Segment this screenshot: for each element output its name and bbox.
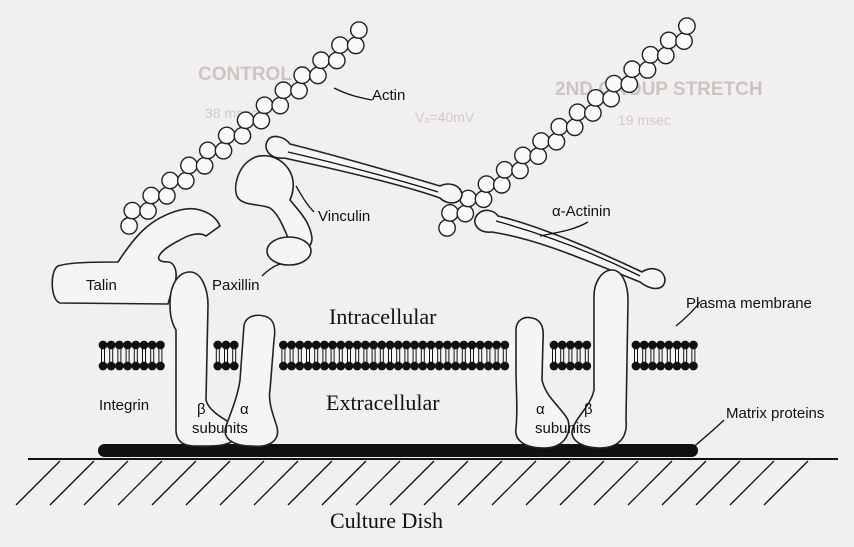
actin-bead [143, 187, 159, 203]
actin-bead [219, 127, 235, 143]
label-vinculin: Vinculin [318, 208, 370, 225]
actin-bead [294, 67, 310, 83]
alpha-actinin-upper-shape [266, 137, 462, 203]
actin-bead [676, 33, 692, 49]
ghost-voltage: Vₐ=40mV [415, 109, 475, 125]
actin-bead [181, 157, 197, 173]
actin-bead [639, 62, 655, 78]
actin-bead [457, 205, 473, 221]
actin-bead [515, 147, 531, 163]
actin-bead [478, 176, 494, 192]
actin-bead [661, 32, 677, 48]
actin-bead [291, 82, 307, 98]
label-intracellular: Intracellular [329, 304, 437, 329]
actin-bead [140, 203, 156, 219]
culture-dish-surface [16, 459, 838, 505]
actin-bead [548, 134, 564, 150]
label-right-beta: β [584, 401, 593, 418]
label-actin: Actin [372, 87, 405, 104]
label-culture-dish: Culture Dish [330, 508, 443, 533]
actin-bead [624, 61, 640, 77]
actin-bead [162, 172, 178, 188]
actin-bead [256, 97, 272, 113]
actin-bead [442, 205, 458, 221]
actin-bead [121, 218, 137, 234]
actin-bead [159, 188, 175, 204]
actin-bead [494, 177, 510, 193]
actin-bead [569, 104, 585, 120]
actin-bead [567, 119, 583, 135]
actin-bead [533, 133, 549, 149]
actin-bead [272, 97, 288, 113]
actin-bead [475, 191, 491, 207]
actin-bead [606, 75, 622, 91]
label-right-subunits: subunits [535, 420, 591, 437]
actin-bead [200, 142, 216, 158]
actin-bead [237, 112, 253, 128]
actin-bead [351, 22, 367, 38]
actin-bead [621, 76, 637, 92]
label-left-subunits: subunits [192, 420, 248, 437]
actin-bead [603, 90, 619, 106]
label-plasma-membrane: Plasma membrane [686, 295, 812, 312]
label-talin: Talin [86, 277, 117, 294]
label-extracellular: Extracellular [326, 390, 440, 415]
ghost-stretch-time: 19 msec [618, 112, 671, 128]
actin-bead [585, 105, 601, 121]
vinculin-shape [236, 156, 312, 250]
paxillin-shape [267, 237, 311, 265]
actin-bead [196, 158, 212, 174]
actin-bead [215, 143, 231, 159]
actin-bead [332, 37, 348, 53]
label-paxillin: Paxillin [212, 277, 260, 294]
label-left-alpha: α [240, 401, 249, 418]
label-right-alpha: α [536, 401, 545, 418]
actin-bead [551, 119, 567, 135]
actin-bead [588, 90, 604, 106]
ghost-control: CONTROL [198, 64, 292, 85]
actin-bead [658, 47, 674, 63]
actin-bead [178, 173, 194, 189]
alpha-actinin-right-shape [475, 210, 665, 288]
actin-bead [679, 18, 695, 34]
actin-bead [439, 220, 455, 236]
label-matrix-proteins: Matrix proteins [726, 405, 824, 422]
label-alpha-actinin: α-Actinin [552, 203, 611, 220]
actin-bead [313, 52, 329, 68]
actin-bead [234, 128, 250, 144]
label-integrin: Integrin [99, 397, 149, 414]
label-left-beta: β [197, 401, 206, 418]
actin-bead [642, 47, 658, 63]
actin-bead [329, 52, 345, 68]
actin-bead [124, 202, 140, 218]
actin-bead [497, 162, 513, 178]
actin-bead [253, 112, 269, 128]
ghost-stretch: 2ND GROUP STRETCH [555, 79, 763, 100]
actin-bead [348, 37, 364, 53]
actin-bead [512, 162, 528, 178]
actin-bead [275, 82, 291, 98]
actin-bead [530, 148, 546, 164]
actin-bead [310, 67, 326, 83]
